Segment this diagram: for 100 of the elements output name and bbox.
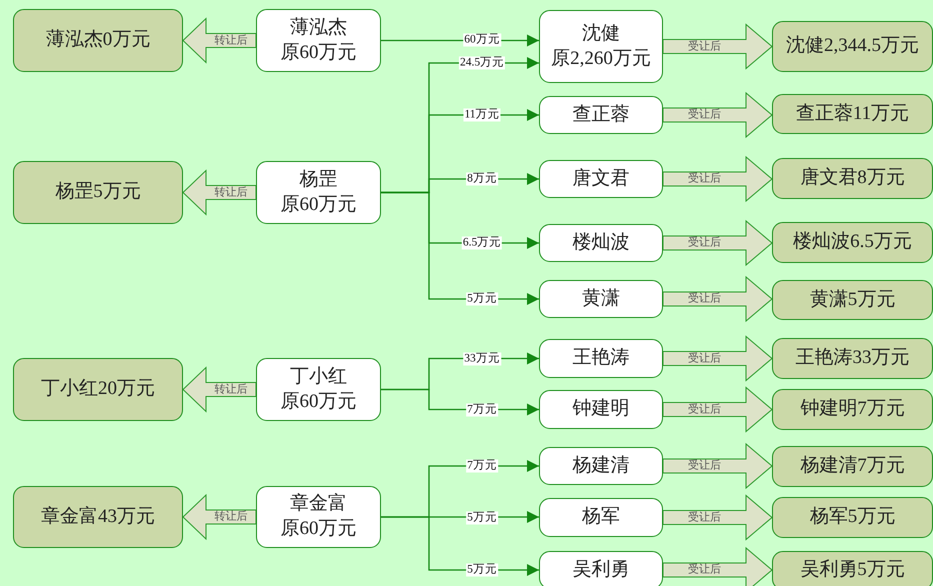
block-arrow	[662, 276, 773, 322]
result-text: 唐文君8万元	[800, 166, 905, 190]
block-arrow	[662, 92, 773, 138]
name-box	[256, 9, 381, 72]
block-arrow	[662, 156, 773, 202]
block-arrow	[662, 494, 773, 541]
edge-label: 8万元	[466, 172, 498, 186]
name-box	[539, 96, 663, 134]
person-name: 唐文君	[572, 166, 630, 191]
person-name: 章金富	[290, 492, 347, 516]
result-box	[772, 222, 933, 263]
person-name: 杨建清	[572, 454, 630, 478]
person-name: 楼灿波	[572, 230, 630, 255]
edge-label: 受让后	[688, 564, 721, 576]
result-box	[772, 94, 933, 134]
edge-label: 5万元	[466, 511, 498, 524]
block-arrow	[662, 23, 773, 70]
person-name: 查正蓉	[572, 102, 630, 127]
amount-text: 原60万元	[280, 390, 356, 414]
edge-label: 受让后	[688, 511, 721, 524]
edge-label: 7万元	[466, 460, 498, 472]
block-arrow	[662, 220, 773, 266]
block-arrow	[662, 442, 773, 490]
result-text: 黄潇5万元	[810, 288, 896, 312]
person-name: 薄泓杰	[290, 16, 347, 40]
result-box	[772, 497, 933, 538]
edge-label: 受让后	[688, 460, 721, 472]
block-arrow	[662, 386, 773, 433]
result-text: 楼灿波6.5万元	[793, 230, 912, 254]
result-text: 杨建清7万元	[800, 454, 905, 478]
edge-label: 受让后	[688, 172, 721, 186]
edge-label: 5万元	[466, 564, 498, 576]
result-text: 王艳涛33万元	[796, 346, 910, 370]
name-box	[539, 10, 663, 83]
name-box	[539, 339, 663, 378]
result-text: 杨罡5万元	[55, 180, 141, 204]
name-box	[539, 498, 663, 537]
edge-label: 11万元	[463, 108, 501, 122]
result-box	[772, 158, 933, 199]
edge-label: 33万元	[463, 352, 501, 365]
name-box	[539, 390, 663, 429]
name-box	[256, 486, 381, 548]
block-arrow	[182, 17, 256, 64]
result-text: 章金富43万元	[41, 504, 155, 529]
block-arrow	[662, 546, 773, 586]
person-name: 钟建明	[572, 397, 630, 422]
result-text: 丁小红20万元	[41, 377, 155, 402]
person-name: 丁小红	[290, 364, 347, 389]
edge-label: 5万元	[466, 292, 498, 306]
result-text: 钟建明7万元	[800, 397, 905, 422]
name-box	[539, 224, 663, 262]
arrow	[381, 192, 539, 305]
edge-label: 转让后	[214, 34, 248, 47]
edge-label: 转让后	[214, 383, 248, 396]
person-name: 杨罡	[300, 168, 338, 192]
block-arrow	[182, 494, 256, 540]
edge-label: 转让后	[214, 510, 248, 524]
person-name: 黄潇	[582, 286, 620, 311]
edge-label: 受让后	[688, 40, 721, 53]
result-text: 吴利勇5万元	[800, 558, 905, 582]
result-text: 薄泓杰0万元	[46, 28, 150, 52]
block-arrow	[662, 335, 773, 382]
edge-label: 24.5万元	[458, 56, 506, 70]
result-box	[13, 9, 183, 72]
edge-label: 受让后	[688, 403, 721, 416]
name-box	[256, 161, 381, 224]
person-name: 沈健	[582, 22, 620, 46]
result-box	[772, 446, 933, 487]
person-name: 吴利勇	[572, 558, 630, 582]
result-box	[13, 161, 183, 224]
name-box	[539, 160, 663, 198]
edge-label: 受让后	[688, 108, 721, 122]
result-box	[772, 21, 933, 72]
name-box	[539, 280, 663, 318]
result-text: 查正蓉11万元	[796, 102, 910, 126]
person-name: 杨军	[582, 505, 620, 530]
name-box	[539, 447, 663, 485]
block-arrow	[182, 169, 256, 216]
name-box	[539, 551, 663, 586]
amount-text: 原60万元	[280, 192, 356, 216]
edge-label: 转让后	[214, 186, 248, 199]
edge-label: 60万元	[463, 34, 501, 46]
edge-label: 6.5万元	[462, 236, 502, 250]
result-text: 杨军5万元	[810, 505, 896, 530]
result-box	[772, 338, 933, 379]
amount-text: 原60万元	[280, 517, 356, 541]
edge-label: 受让后	[688, 352, 721, 365]
result-box	[13, 486, 183, 548]
name-box	[256, 358, 381, 421]
edge-label: 受让后	[688, 236, 721, 250]
amount-text: 原2,260万元	[551, 46, 651, 70]
edge-label: 受让后	[688, 292, 721, 306]
result-box	[13, 358, 183, 421]
block-arrow	[182, 366, 256, 413]
result-box	[772, 280, 933, 320]
result-text: 沈健2,344.5万元	[786, 34, 919, 58]
result-box	[772, 551, 933, 586]
result-box	[772, 389, 933, 430]
edge-label: 7万元	[466, 403, 498, 416]
amount-text: 原60万元	[280, 40, 356, 64]
